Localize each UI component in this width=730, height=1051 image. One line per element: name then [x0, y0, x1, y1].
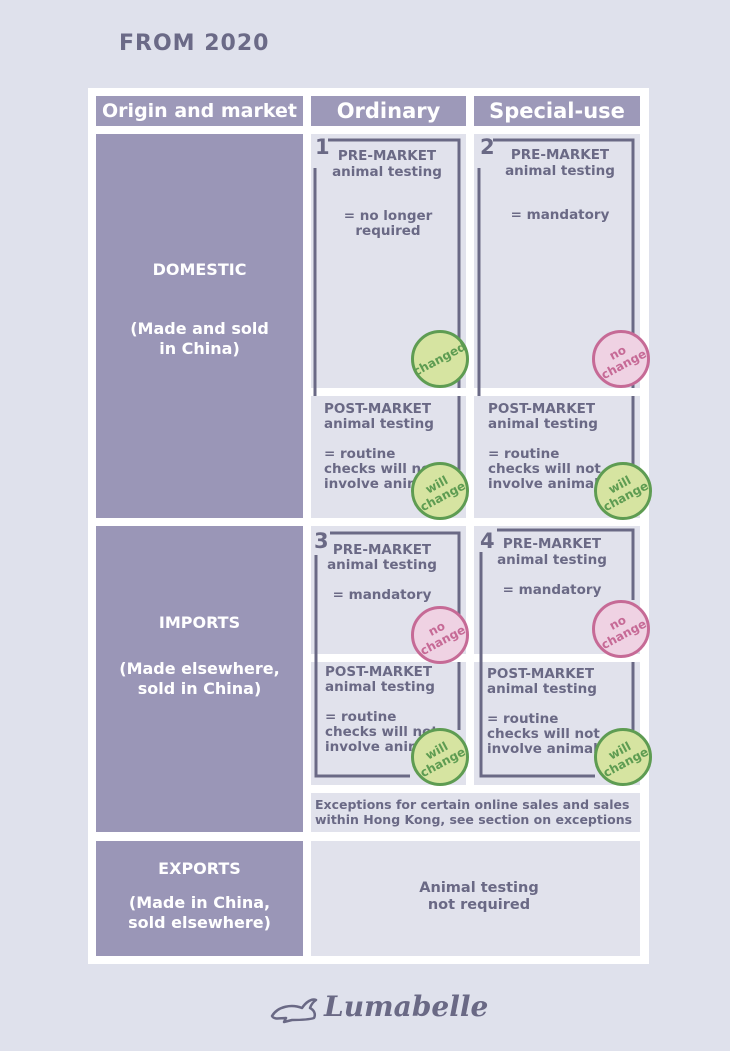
- badge-no-change-3-pre: no change: [411, 606, 469, 664]
- brand-logo: Lumabelle: [268, 990, 488, 1026]
- badge-will-change-3-post: will change: [411, 728, 469, 786]
- row-imports: IMPORTS (Made elsewhere, sold in China): [96, 526, 303, 832]
- header-origin: Origin and market: [96, 96, 303, 126]
- cell-3-number: 3: [314, 529, 329, 553]
- cell-3-pre-body: = mandatory: [332, 587, 432, 603]
- row-exports-label: EXPORTS: [158, 859, 241, 878]
- badge-will-change-2-post: will change: [594, 462, 652, 520]
- cell-2-number: 2: [480, 135, 495, 159]
- row-domestic-sub: (Made and sold in China): [130, 319, 269, 358]
- cell-3-pre-sub: animal testing: [327, 557, 437, 573]
- exports-note: Animal testing not required: [419, 880, 539, 913]
- page-title: FROM 2020: [119, 31, 270, 56]
- rabbit-icon: [270, 998, 318, 1024]
- row-domestic: DOMESTIC (Made and sold in China): [96, 134, 303, 518]
- cell-3-pre-title: PRE-MARKET: [332, 542, 432, 558]
- cell-3-post-title: POST-MARKET: [325, 664, 433, 680]
- cell-1-post-sub: animal testing: [324, 416, 434, 432]
- cell-2-pre-sub: animal testing: [505, 163, 615, 179]
- badge-no-change-2-pre: no change: [592, 330, 650, 388]
- exceptions-cell: [311, 793, 640, 832]
- cell-4-pre-title: PRE-MARKET: [502, 536, 602, 552]
- cell-1-post-title: POST-MARKET: [324, 401, 432, 417]
- cell-4-pre-sub: animal testing: [497, 552, 607, 568]
- cell-4-pre-body: = mandatory: [502, 582, 602, 598]
- exceptions-note: Exceptions for certain online sales and …: [315, 797, 633, 827]
- cell-4-post-body: = routine checks will not involve animal…: [487, 711, 606, 757]
- cell-1-pre-title: PRE-MARKET: [337, 148, 437, 164]
- brand-name: Lumabelle: [324, 990, 489, 1023]
- badge-will-change-1-post: will change: [411, 462, 469, 520]
- badge-no-change-4-pre: no change: [592, 600, 650, 658]
- row-exports: EXPORTS (Made in China, sold elsewhere): [96, 841, 303, 956]
- cell-2-post-body: = routine checks will not involve animal…: [488, 446, 607, 492]
- header-special-use: Special-use: [474, 96, 640, 126]
- cell-2-pre-title: PRE-MARKET: [510, 147, 610, 163]
- row-imports-label: IMPORTS: [158, 613, 241, 632]
- cell-2-pre-body: = mandatory: [510, 207, 610, 223]
- cell-3-post-sub: animal testing: [325, 679, 435, 695]
- badge-changed-1-pre: changed: [411, 330, 469, 388]
- header-ordinary: Ordinary: [311, 96, 466, 126]
- cell-1-number: 1: [315, 135, 330, 159]
- cell-1-pre-body: = no longer required: [343, 208, 433, 239]
- cell-4-post-title: POST-MARKET: [487, 666, 595, 682]
- row-exports-sub: (Made in China, sold elsewhere): [128, 893, 271, 932]
- badge-will-change-4-post: will change: [594, 728, 652, 786]
- cell-4-number: 4: [480, 529, 495, 553]
- row-imports-sub: (Made elsewhere, sold in China): [119, 659, 280, 698]
- row-domestic-label: DOMESTIC: [152, 260, 247, 279]
- cell-1-pre-sub: animal testing: [332, 164, 442, 180]
- cell-2-post-title: POST-MARKET: [488, 401, 596, 417]
- cell-2-post-sub: animal testing: [488, 416, 598, 432]
- exports-cell: [311, 841, 640, 956]
- cell-3-post-body: = routine checks will not involve animal…: [325, 709, 444, 755]
- cell-4-post-sub: animal testing: [487, 681, 597, 697]
